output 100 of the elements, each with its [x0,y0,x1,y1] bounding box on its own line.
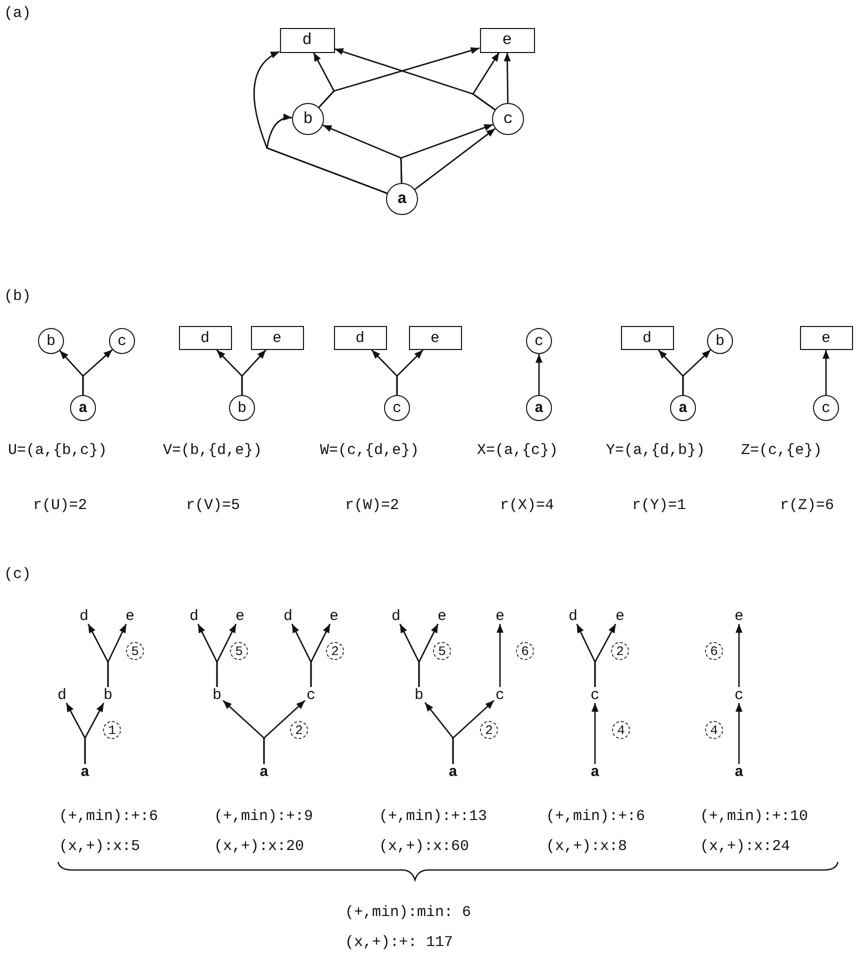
formula-text: W=(c,{d,e}) [320,442,420,460]
formula-text: r(Y)=1 [632,497,686,515]
vertex-circle: c [384,395,410,421]
vertex-circle: b [292,103,324,135]
arrow [107,624,127,687]
arrow [241,350,266,395]
vertex-label: c [494,687,506,703]
vertex-label: e [124,608,136,624]
circled-number: 5 [433,642,451,660]
circled-number: 6 [705,642,723,660]
vertex-label: d [567,608,579,624]
panel-label: (b) [4,288,32,306]
arrow [822,350,830,395]
vertex-label: e [733,608,745,624]
vertex-circle: c [109,328,135,354]
arrow [504,52,511,103]
vertex-box: e [800,326,852,350]
arrow [322,124,402,184]
formula-text: (+,min):+:6 [546,808,646,826]
arrow [594,624,616,687]
formula-text: (x,+):+: 117 [345,934,454,952]
formula-text: U=(a,{b,c}) [8,442,108,460]
arrow [472,52,500,110]
arrow [263,700,306,764]
vertex-label: e [436,608,448,624]
formula-text: (+,min):min: 6 [345,904,472,922]
formula-text: (+,min):+:10 [700,808,808,826]
vertex-label: e [614,608,626,624]
circled-number: 5 [230,642,248,660]
vertex-box: d [334,326,386,350]
arrow [216,624,237,687]
vertex-label: e [494,608,506,624]
circled-number: 5 [126,642,144,660]
formula-text: V=(b,{d,e}) [163,442,262,460]
vertex-label: a [447,764,459,780]
vertex-circle: c [813,395,839,421]
arrow [452,700,494,764]
circled-number: 2 [480,721,498,739]
vertex-box: e [408,326,462,350]
formula-text: (+,min):+:9 [214,808,314,826]
vertex-circle: c [526,328,552,354]
formula-text: r(W)=2 [345,497,400,515]
vertex-circle: a [526,395,552,421]
vertex-label: d [390,608,402,624]
vertex-label: e [234,608,246,624]
arrow [496,624,504,687]
arrow [736,624,742,687]
formula-text: (x,+):x:20 [214,838,304,856]
vertex-circle: b [38,328,64,354]
arrow [736,703,742,764]
arrow [592,703,598,764]
formula-text: Y=(a,{d,b}) [606,442,706,460]
formula-text: (x,+):x:24 [700,838,790,856]
panel-label: (c) [4,566,32,584]
vertex-circle: b [229,395,255,421]
formula-text: (x,+):x:5 [59,838,140,856]
vertex-circle: c [492,103,524,135]
circled-number: 6 [516,642,534,660]
vertex-label: c [733,687,745,703]
arrow [536,354,542,395]
formula-text: r(V)=5 [186,497,240,515]
circled-number: 4 [705,721,723,739]
vertex-label: d [78,608,90,624]
vertex-circle: a [670,395,696,421]
vertex-box: e [250,326,304,350]
arrow [84,702,104,764]
arrow [396,350,424,395]
vertex-label: e [328,608,340,624]
vertex-circle: a [70,395,96,421]
vertex-box: d [178,326,232,350]
vertex-label: c [305,687,317,703]
formula-text: (x,+):x:8 [546,838,628,856]
arrow [82,349,113,395]
formula-text: (+,min):+:6 [59,808,158,826]
panel-label: (a) [4,5,32,23]
formula-text: (+,min):+:13 [379,808,488,826]
vertex-label: a [79,764,91,780]
vertex-label: b [413,687,425,703]
vertex-label: a [258,764,270,780]
circled-number: 2 [326,642,344,660]
vertex-box: e [480,28,534,52]
vertex-circle: b [707,328,733,354]
circled-number: 1 [103,721,121,739]
arrow [310,624,331,687]
formula-text: Z=(c,{e}) [741,442,822,460]
formula-text: r(Z)=6 [780,497,834,515]
vertex-box: d [620,326,674,350]
circled-number: 2 [611,642,629,660]
arrow [414,128,496,190]
vertex-box: d [280,28,334,52]
arrow [266,114,388,194]
vertex-label: b [211,687,223,703]
vertex-label: d [56,687,68,703]
vertex-label: d [282,608,294,624]
vertex-label: c [589,687,601,703]
formula-text: X=(a,{c}) [477,442,558,460]
circled-number: 4 [612,721,630,739]
arrow [400,124,494,184]
arrow [318,47,480,108]
vertex-label: b [102,687,114,703]
